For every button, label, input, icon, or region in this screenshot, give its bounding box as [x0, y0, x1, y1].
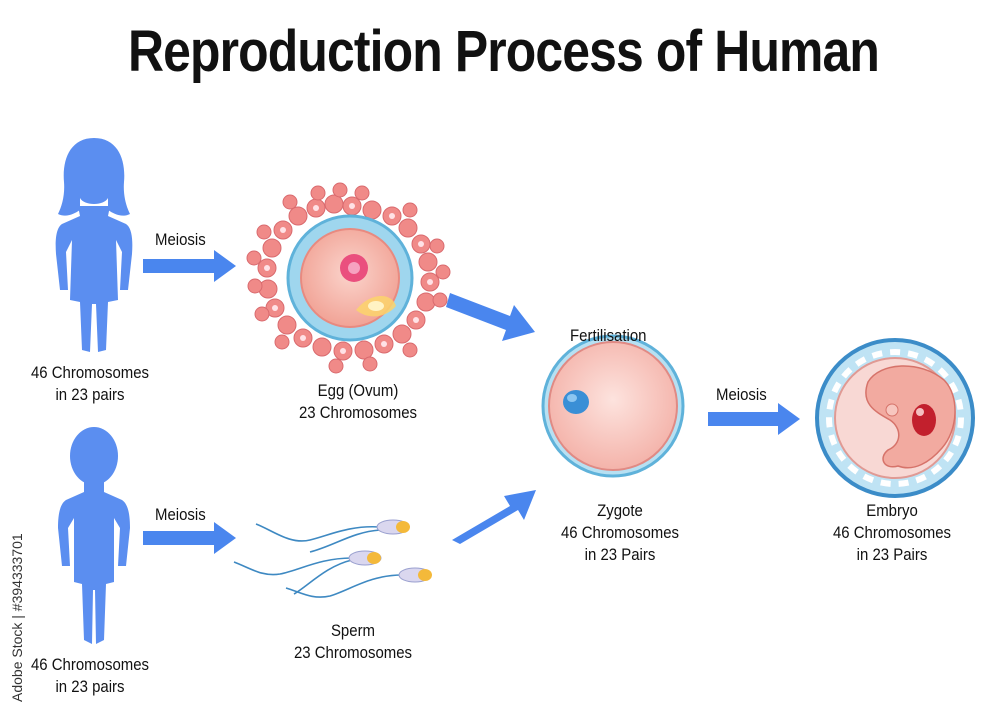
meiosis-bottom-label: Meiosis — [155, 505, 206, 524]
arrow-egg-to-zygote — [446, 293, 535, 341]
fertilisation-label: Fertilisation — [570, 326, 647, 345]
zygote-illustration — [541, 334, 685, 478]
arrow-meiosis-right — [708, 403, 800, 435]
sperm-heads — [348, 519, 432, 583]
meiosis-right-label: Meiosis — [716, 385, 767, 404]
sperm-illustration — [233, 523, 403, 598]
arrow-meiosis-top — [143, 250, 236, 282]
stock-watermark: Adobe Stock | #394333701 — [9, 533, 25, 702]
embryo-illustration — [815, 338, 975, 498]
page-title: Reproduction Process of Human — [127, 19, 880, 84]
meiosis-top-label: Meiosis — [155, 230, 206, 249]
egg-ovum-illustration — [246, 182, 451, 374]
arrow-sperm-to-zygote — [452, 490, 536, 544]
arrow-meiosis-bottom — [143, 522, 236, 554]
female-silhouette-icon — [55, 138, 133, 352]
egg-label: Egg (Ovum)23 Chromosomes — [298, 381, 418, 422]
male-silhouette-icon — [58, 427, 130, 644]
